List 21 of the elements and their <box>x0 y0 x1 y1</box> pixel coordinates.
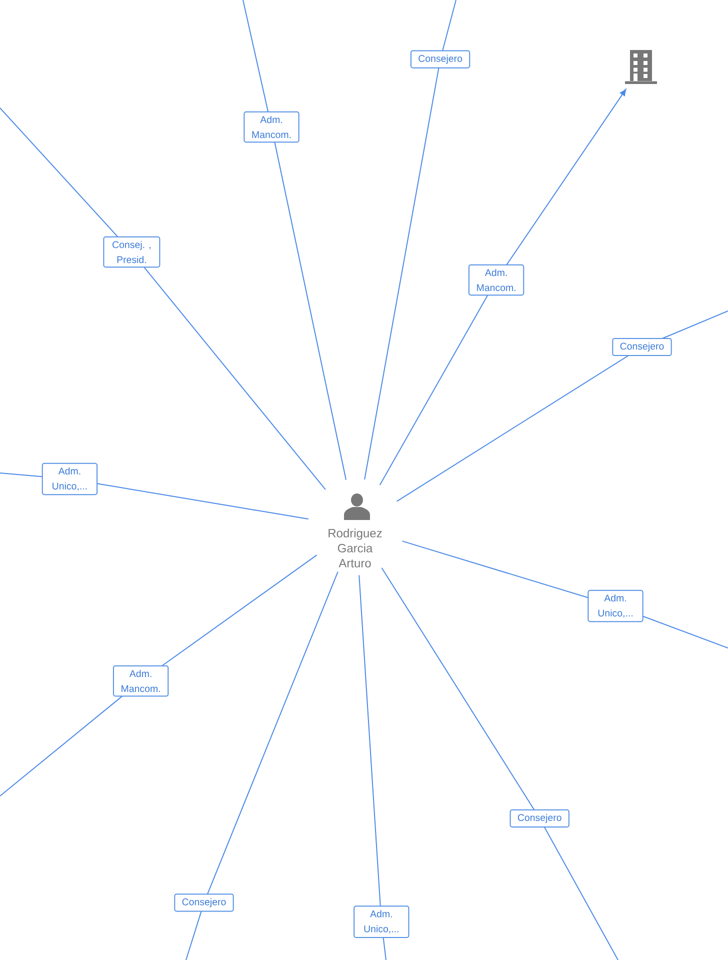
edge-label: Adm. Mancom. <box>468 264 524 296</box>
connector-line <box>364 0 456 480</box>
connector-line <box>358 574 386 960</box>
arrow <box>379 89 626 486</box>
edge-label: Adm. Unico,... <box>588 590 644 622</box>
edge-label: Consejero <box>410 50 470 68</box>
edge-label: Adm. Mancom. <box>112 665 169 697</box>
edge-label: Consejero <box>510 809 570 828</box>
building-icon <box>625 50 657 84</box>
edge-label: Adm. Mancom. <box>244 111 300 143</box>
person-name: Rodriguez Garcia Arturo <box>328 528 382 568</box>
edge-label: Adm. Unico,... <box>354 906 410 938</box>
connector-line <box>186 571 338 960</box>
connector-line <box>0 108 326 490</box>
edge-label: Adm. Unico,... <box>42 462 98 496</box>
edge-label: Consejero <box>612 338 672 356</box>
edge-label: Consej. , Presid. <box>103 236 160 268</box>
edge-label: Consejero <box>174 894 234 912</box>
connector-line <box>242 0 347 480</box>
connector-line <box>396 310 728 502</box>
connector-line <box>381 567 618 960</box>
